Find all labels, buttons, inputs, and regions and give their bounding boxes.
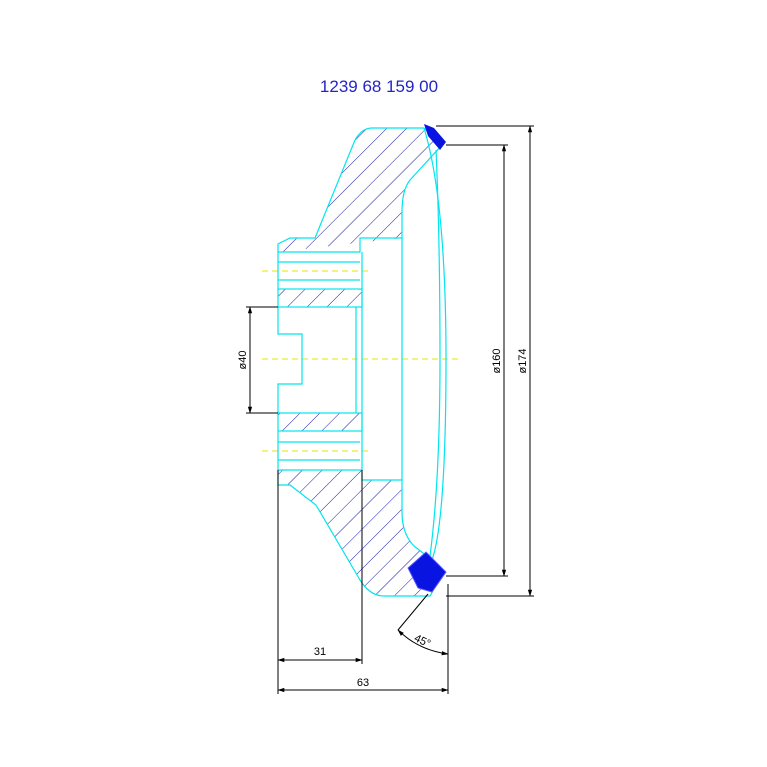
chamfer-angle-label: 45° (412, 632, 432, 650)
bore-diameter-label: ø40 (237, 351, 249, 370)
upper-section-outline (277, 127, 443, 253)
dimension-lines (246, 125, 534, 694)
seal-ring (407, 124, 447, 593)
overall-width-label: 63 (357, 677, 369, 689)
outer-diameter-label: ø174 (517, 348, 529, 373)
seal-top (424, 124, 446, 150)
hub-band-lower (277, 412, 363, 432)
hub-outline (277, 127, 447, 561)
hub-width-label: 31 (314, 646, 326, 658)
centerlines (262, 270, 460, 452)
part-number-title: 1239 68 159 00 (320, 77, 438, 96)
lower-section-hatch (278, 470, 440, 596)
inner-diameter-label: ø160 (491, 348, 503, 373)
upper-section-hatch (278, 128, 442, 252)
seal-bottom (407, 551, 447, 593)
hub-band-upper (277, 288, 363, 308)
